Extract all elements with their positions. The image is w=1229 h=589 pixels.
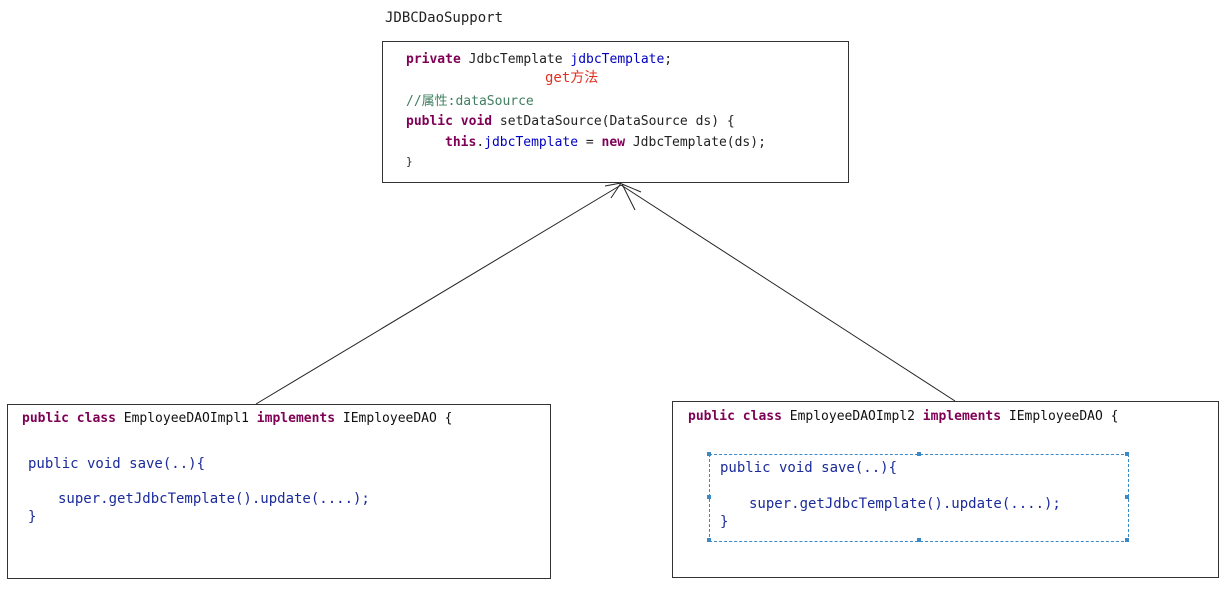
- class-number: 1: [241, 411, 249, 426]
- resize-handle[interactable]: [1125, 538, 1129, 542]
- keyword-this: this: [445, 135, 477, 150]
- setter-body: this.jdbcTemplate = new JdbcTemplate(ds)…: [445, 133, 766, 153]
- field-name: jdbcTemplate: [570, 52, 665, 67]
- getter-note: get方法: [545, 70, 599, 86]
- method-signature: public void save(..){: [28, 456, 206, 472]
- keyword: public class: [688, 409, 790, 424]
- type-name: JdbcTemplate: [468, 52, 571, 67]
- resize-handle[interactable]: [917, 538, 921, 542]
- interface-name: IEmployeeDAO {: [1008, 409, 1119, 424]
- keyword: private: [406, 52, 469, 67]
- resize-handle[interactable]: [917, 452, 921, 456]
- keyword: public void: [406, 114, 500, 129]
- method-signature: public void save(..){: [720, 460, 898, 476]
- comment-line: //属性:dataSource: [406, 94, 534, 109]
- arrow-child2-to-parent: [620, 184, 956, 402]
- setter-signature: public void setDataSource(DataSource ds)…: [406, 112, 735, 132]
- interface-name: IEmployeeDAO {: [342, 411, 453, 426]
- keyword-implements: implements: [914, 409, 1009, 424]
- arrowhead-right: [620, 183, 642, 211]
- child1-class-box: public class EmployeeDAOImpl1 implements…: [7, 404, 551, 579]
- resize-handle[interactable]: [1125, 495, 1129, 499]
- method-name: setDataSource(DataSource: [499, 114, 696, 129]
- class-name: EmployeeDAOImpl: [789, 409, 908, 424]
- parent-class-title: JDBCDaoSupport: [385, 10, 504, 26]
- super-call: super.getJdbcTemplate().update(....);: [749, 496, 1061, 512]
- resize-handle[interactable]: [1125, 452, 1129, 456]
- field-name: jdbcTemplate: [484, 135, 579, 150]
- resize-handle[interactable]: [707, 538, 711, 542]
- dot: .: [476, 135, 485, 150]
- keyword: public class: [22, 411, 124, 426]
- paren: ) {: [711, 114, 735, 129]
- parent-class-box: private JdbcTemplate jdbcTemplate; get方法…: [382, 41, 849, 183]
- text-selection-frame[interactable]: [707, 452, 1129, 542]
- end: );: [750, 135, 766, 150]
- keyword-new: new: [601, 135, 633, 150]
- constructor: JdbcTemplate(: [632, 135, 735, 150]
- arrowhead-left: [604, 182, 623, 199]
- resize-handle[interactable]: [707, 495, 711, 499]
- super-call: super.getJdbcTemplate().update(....);: [58, 491, 370, 507]
- resize-handle[interactable]: [707, 452, 711, 456]
- child2-class-box: public class EmployeeDAOImpl2 implements…: [672, 401, 1219, 578]
- param: ds: [734, 135, 751, 150]
- class-number: 2: [907, 409, 915, 424]
- class-name: EmployeeDAOImpl: [123, 411, 242, 426]
- method-close: }: [720, 514, 729, 530]
- class-header: public class EmployeeDAOImpl1 implements…: [22, 409, 452, 429]
- method-close: }: [28, 509, 37, 525]
- field-declaration: private JdbcTemplate jdbcTemplate;: [406, 50, 672, 70]
- param: ds: [695, 114, 712, 129]
- class-header: public class EmployeeDAOImpl2 implements…: [688, 407, 1118, 427]
- equals: =: [578, 135, 602, 150]
- closing-brace: }: [406, 155, 413, 168]
- semicolon: ;: [664, 52, 673, 67]
- arrow-child1-to-parent: [255, 184, 622, 405]
- keyword-implements: implements: [248, 411, 343, 426]
